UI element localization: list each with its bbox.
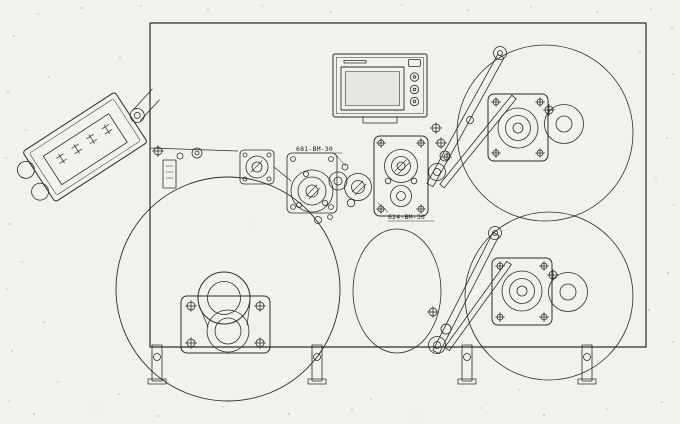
hmi-bracket xyxy=(362,116,398,124)
unwind-hub-bottom xyxy=(464,211,634,381)
tension-arm-bottom xyxy=(427,226,512,354)
label-applicator-unit xyxy=(17,88,160,202)
machine-foot xyxy=(577,344,597,385)
applicator-roller xyxy=(17,160,35,179)
machine-foot xyxy=(457,344,477,385)
gearbox-plate xyxy=(373,135,429,217)
applicator-roller xyxy=(31,182,49,201)
drive-assembly xyxy=(286,152,372,224)
part-label-624: 624-BM-30 xyxy=(388,213,425,221)
screw-column xyxy=(430,122,452,162)
part-label-681: 681-BM-30 xyxy=(296,145,333,153)
machine-foot xyxy=(307,344,327,385)
machine-foot xyxy=(147,344,167,385)
hmi-screen xyxy=(340,66,405,111)
web-loop-ellipse xyxy=(352,228,442,354)
hmi-logo xyxy=(343,60,367,64)
paper-noise-speckles xyxy=(5,4,675,417)
web-guide-left xyxy=(149,145,292,189)
label-text-marks xyxy=(56,124,113,164)
applicator-roller xyxy=(129,108,145,123)
roller-plate-small xyxy=(239,149,275,185)
roll-outline xyxy=(464,211,634,381)
hmi-buttons xyxy=(409,72,420,107)
unwind-hub-top xyxy=(456,44,634,222)
tension-arm-top xyxy=(426,46,517,189)
label-leaders xyxy=(295,152,435,222)
rewind-roll xyxy=(115,176,341,402)
roll-outline xyxy=(115,176,341,402)
applicator-strut xyxy=(133,88,160,121)
keyhole-hub xyxy=(197,271,251,353)
hmi-panel xyxy=(332,53,428,124)
machine-baseplate xyxy=(149,22,647,348)
hmi-indicator xyxy=(408,59,421,67)
roll-outline xyxy=(456,44,634,222)
